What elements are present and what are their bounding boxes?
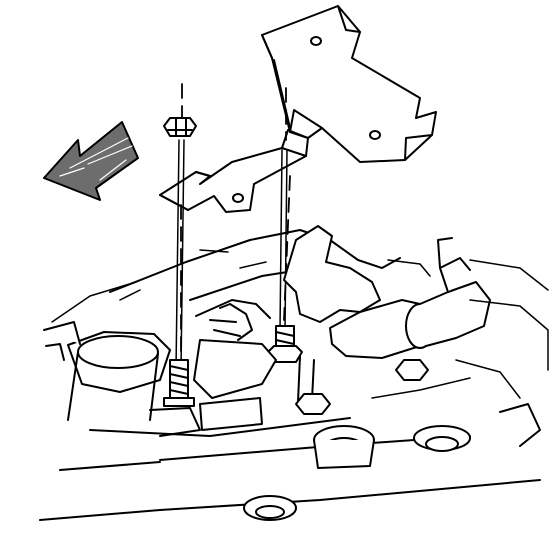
lower-bracket (159, 129, 309, 213)
install-guide-lines (180, 83, 291, 361)
engine-cover (39, 229, 541, 521)
flange-nut (163, 117, 197, 137)
stud-rods (175, 139, 288, 371)
spark-plug-wells (243, 403, 541, 521)
engine-left-component (43, 321, 171, 421)
engine-contours (51, 249, 549, 399)
left-stud (163, 359, 195, 407)
upper-bracket (261, 5, 437, 163)
direction-arrow-icon (43, 121, 139, 201)
engine-bolts (295, 359, 429, 415)
engine-right-component (283, 225, 491, 403)
